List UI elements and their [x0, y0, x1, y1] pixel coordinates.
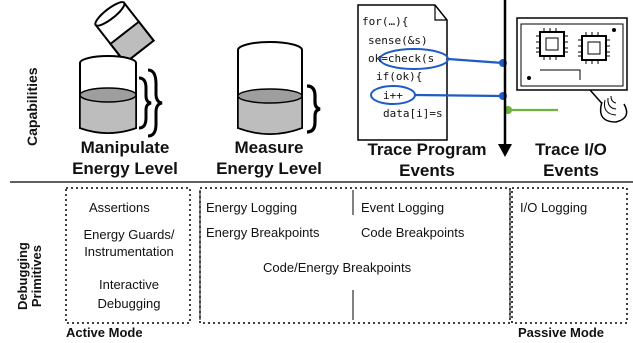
code-line-4: if(ok){: [376, 70, 423, 83]
shared-box: [199, 187, 511, 324]
primitive-io-logging: I/O Logging: [520, 200, 588, 215]
beaker-icon: [237, 41, 321, 135]
primitive-energy-breakpoints: Energy Breakpoints: [206, 225, 320, 240]
increment-connector: [414, 93, 504, 98]
row-label-primitives: Debugging Primitives: [15, 242, 44, 310]
primitive-interactive-debugging: Interactive Debugging: [97, 277, 161, 311]
code-line-6: data[i]=s: [383, 107, 443, 120]
active-mode-label: Active Mode: [66, 325, 143, 340]
code-line-1: for(…){: [362, 15, 409, 28]
primitive-event-logging: Event Logging: [361, 200, 445, 215]
pouring-beaker-icon: [79, 1, 163, 138]
heading-measure: Measure Energy Level: [216, 138, 322, 178]
primitive-code-energy-breakpoints: Code/Energy Breakpoints: [263, 260, 412, 275]
heading-trace-io: Trace I/O Events: [535, 140, 607, 180]
code-line-2: sense(&s): [368, 34, 428, 47]
primitive-energy-logging: Energy Logging: [206, 200, 298, 215]
passive-mode-label: Passive Mode: [518, 325, 604, 340]
primitive-assertions: Assertions: [89, 200, 150, 215]
check-connector: [447, 57, 504, 65]
heading-trace-program: Trace Program Events: [367, 140, 487, 180]
heading-manipulate: Manipulate Energy Level: [72, 138, 178, 178]
code-line-5: i++: [383, 89, 403, 102]
antenna-icon: [589, 89, 628, 123]
code-line-3: ok=check(s: [368, 52, 435, 65]
circuit-board-icon: [516, 17, 628, 91]
primitive-code-breakpoints: Code Breakpoints: [361, 225, 465, 240]
row-label-capabilities: Capabilities: [24, 67, 40, 146]
primitive-energy-guards: Energy Guards/ Instrumentation: [83, 227, 175, 259]
active-mode-box: [65, 187, 191, 324]
